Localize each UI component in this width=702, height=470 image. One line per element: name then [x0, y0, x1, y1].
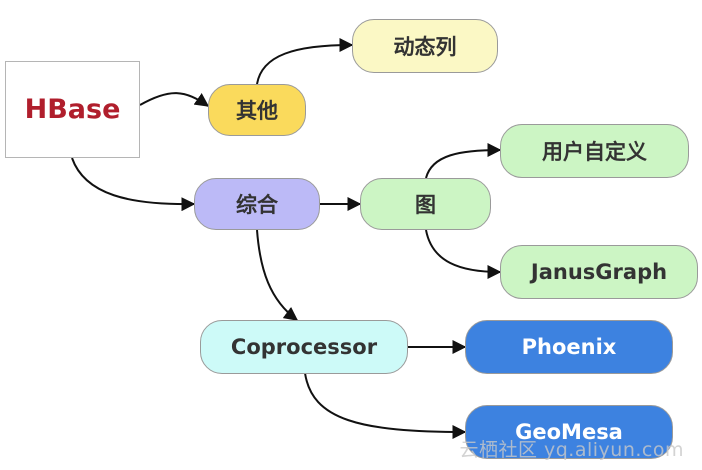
node-other: 其他	[208, 84, 306, 136]
node-composite: 综合	[194, 178, 320, 230]
edge-coprocessor-geomesa	[304, 372, 467, 439]
edge-graph-janusgraph	[425, 229, 502, 279]
edge-graph-userdefined	[425, 143, 502, 179]
node-janusgraph: JanusGraph	[500, 245, 698, 299]
edge-hbase-other	[139, 92, 210, 107]
node-graph: 图	[360, 178, 491, 230]
node-coprocessor: Coprocessor	[200, 320, 408, 374]
node-user-defined: 用户自定义	[500, 124, 689, 178]
watermark: 云栖社区 yq.aliyun.com	[459, 439, 684, 461]
node-geomesa: GeoMesa	[465, 405, 673, 459]
edge-hbase-composite	[71, 157, 196, 212]
edge-composite-coprocessor	[256, 229, 299, 321]
node-dynamic-column: 动态列	[352, 19, 498, 73]
node-phoenix: Phoenix	[465, 320, 673, 374]
node-hbase: HBase	[5, 61, 140, 158]
edge-other-dynamic	[256, 38, 354, 85]
